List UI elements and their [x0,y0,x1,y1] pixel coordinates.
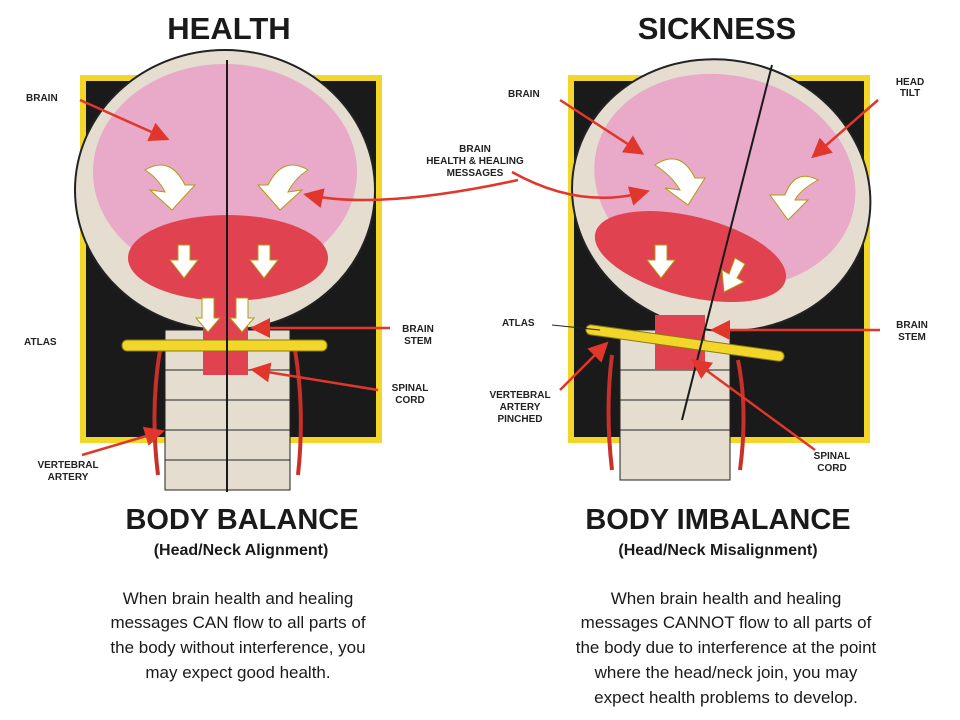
sickness-heading: BODY IMBALANCE [585,504,850,536]
label-brain: BRAIN [508,89,540,100]
label-vertebral-artery-2: ARTERY [48,472,89,483]
label-atlas: ATLAS [502,318,535,329]
health-description-line: When brain health and healing [123,589,354,608]
sickness-description-line: When brain health and healing [611,589,842,608]
health-description-line: messages CAN flow to all parts of [110,613,365,632]
label-vertebral-artery-1: VERTEBRAL [489,390,550,401]
label-vertebral-artery-3: PINCHED [497,414,542,425]
message-arrows [144,164,309,333]
atlas-bone [585,324,785,362]
sickness-illustration [511,58,880,481]
label-brain-stem-2: STEM [898,332,926,343]
sickness-description-line: expect health problems to develop. [594,688,858,707]
label-brain: BRAIN [26,93,58,104]
label-brain-stem-1: BRAIN [896,320,928,331]
label-vertebral-artery-1: VERTEBRAL [37,460,98,471]
label-spinal-cord-1: SPINAL [814,451,851,462]
label-messages-1: BRAIN [459,144,491,155]
label-head-tilt-1: HEAD [896,77,924,88]
message-arrows [645,158,820,293]
sickness-description-line: messages CANNOT flow to all parts of [581,613,872,632]
health-title: HEALTH [167,11,290,46]
label-head-tilt-2: TILT [900,88,920,99]
sickness-description-line: where the head/neck join, you may [594,663,858,682]
sickness-subheading: (Head/Neck Misalignment) [618,542,817,559]
health-heading: BODY BALANCE [125,504,358,536]
label-spinal-cord-2: CORD [817,463,846,474]
sickness-description-line: the body due to interference at the poin… [576,638,877,657]
label-messages-3: MESSAGES [447,168,504,179]
label-spinal-cord-1: SPINAL [392,383,429,394]
sickness-title: SICKNESS [638,11,796,46]
label-brain-stem-1: BRAIN [402,324,434,335]
health-description-line: the body without interference, you [110,638,365,657]
health-illustration [74,49,519,492]
label-atlas: ATLAS [24,337,57,348]
atlas-bone [121,339,328,352]
label-vertebral-artery-2: ARTERY [500,402,541,413]
label-brain-stem-2: STEM [404,336,432,347]
label-spinal-cord-2: CORD [395,395,424,406]
label-messages-2: HEALTH & HEALING [426,156,524,167]
health-subheading: (Head/Neck Alignment) [154,542,329,559]
health-description-line: may expect good health. [145,663,330,682]
